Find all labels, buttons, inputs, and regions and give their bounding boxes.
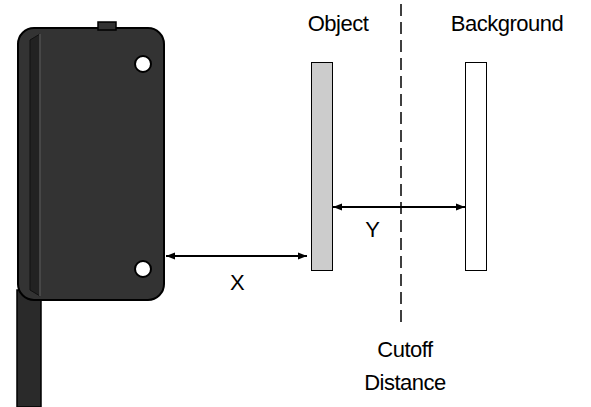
mount-hole — [135, 56, 151, 72]
cutoff-line — [400, 4, 402, 325]
plate-heading: Object — [308, 11, 369, 37]
distance-arrow — [333, 206, 465, 208]
distance-label: X — [230, 266, 244, 299]
background-plate: Background — [465, 62, 487, 271]
object-plate: Object — [311, 62, 333, 271]
sensor-body — [18, 28, 164, 300]
sensor-cable — [17, 290, 41, 407]
cutoff-label: Cutoff Distance — [350, 333, 460, 399]
plate-heading: Background — [451, 11, 563, 37]
sensor-knob — [98, 22, 116, 30]
mount-hole — [135, 261, 151, 277]
edge-label: Y — [363, 217, 382, 243]
distance-arrow — [166, 255, 307, 257]
sensor-edge — [39, 34, 41, 296]
sensor-side — [30, 34, 40, 296]
